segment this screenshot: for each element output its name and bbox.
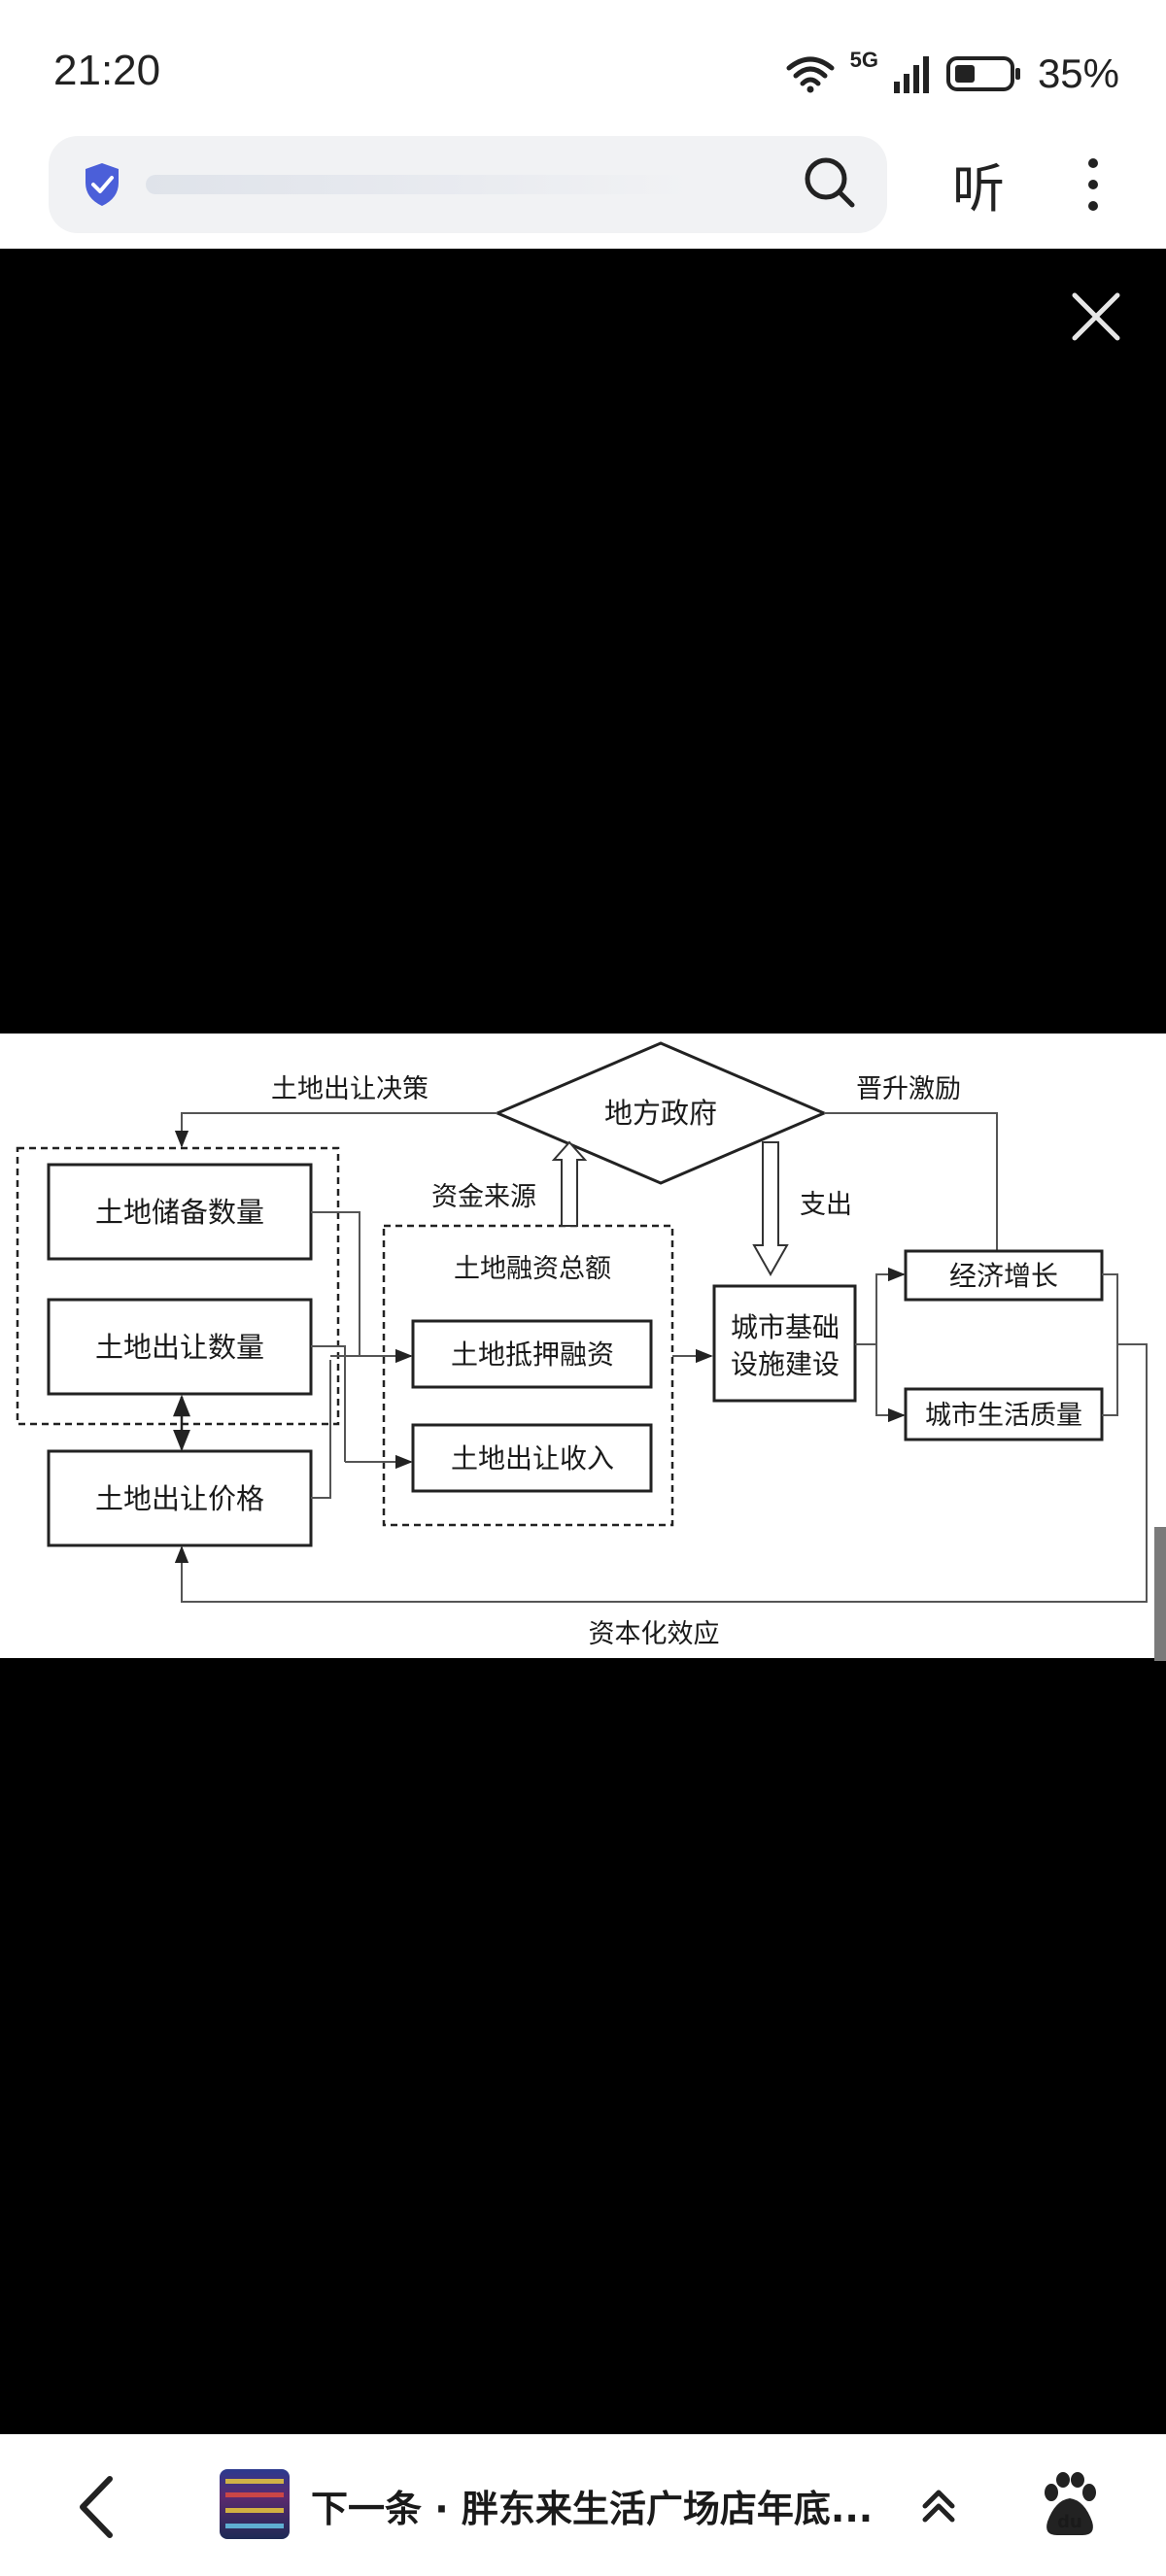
qty-connector xyxy=(311,1345,346,1462)
status-icons: 5G 35% xyxy=(786,45,1119,103)
fund-source-label: 资金来源 xyxy=(431,1182,536,1212)
chevron-up-icon[interactable] xyxy=(919,2485,958,2524)
infra-label-2: 设施建设 xyxy=(731,1348,840,1380)
growth-label: 经济增长 xyxy=(949,1260,1058,1292)
expenditure-label: 支出 xyxy=(800,1190,852,1220)
land-reserve-box xyxy=(47,1163,313,1261)
financing-total-label: 土地融资总额 xyxy=(454,1254,611,1284)
flow-diagram: 地方政府 土地出让决策 晋升激励 土地储备数量 土地出让数量 土地出让价格 土地… xyxy=(16,1041,1148,1649)
infra-box xyxy=(712,1284,857,1403)
status-time: 21:20 xyxy=(53,47,161,94)
growth-feedback xyxy=(1102,1273,1118,1344)
to-quality-arrow xyxy=(875,1344,906,1423)
battery-icon xyxy=(945,56,1020,91)
decision-label: 土地出让决策 xyxy=(271,1074,429,1104)
to-growth-arrow xyxy=(875,1267,906,1344)
infra-label-1: 城市基础 xyxy=(731,1311,840,1343)
svg-text:du: du xyxy=(1057,2512,1082,2532)
reserve-connector xyxy=(311,1211,360,1356)
next-article-title[interactable]: 下一条 · 胖东来生活广场店年底... xyxy=(311,2488,874,2530)
promotion-label: 晋升激励 xyxy=(856,1074,961,1104)
decision-arrow xyxy=(174,1112,497,1148)
signal-icon xyxy=(893,56,929,93)
promotion-line xyxy=(824,1112,998,1255)
listen-button[interactable]: 听 xyxy=(952,158,1005,220)
price-connector xyxy=(311,1360,331,1499)
land-price-label: 土地出让价格 xyxy=(95,1482,264,1515)
close-icon[interactable] xyxy=(1069,289,1123,344)
url-text-blurred xyxy=(146,175,690,194)
transfer-income-box xyxy=(411,1423,653,1493)
quality-box xyxy=(904,1387,1104,1441)
back-icon[interactable] xyxy=(73,2473,121,2541)
battery-percent: 35% xyxy=(1037,51,1119,96)
wifi-icon xyxy=(786,56,835,93)
quality-label: 城市生活质量 xyxy=(925,1401,1082,1431)
mortgage-label: 土地抵押融资 xyxy=(451,1339,614,1371)
fund-source-arrow xyxy=(551,1140,588,1227)
quality-feedback xyxy=(1102,1344,1118,1416)
transfer-income-label: 土地出让收入 xyxy=(451,1442,614,1474)
more-icon[interactable] xyxy=(1079,155,1108,214)
viewer-scrollbar[interactable] xyxy=(1154,1527,1166,1661)
shield-icon xyxy=(86,163,119,206)
baidu-paw-icon[interactable]: du xyxy=(1038,2471,1102,2539)
capitalization-label: 资本化效应 xyxy=(589,1619,720,1649)
search-icon[interactable] xyxy=(803,155,857,210)
capitalization-arrow xyxy=(174,1343,1148,1603)
land-transfer-qty-label: 土地出让数量 xyxy=(95,1331,264,1364)
next-article-thumbnail[interactable] xyxy=(220,2469,290,2539)
browser-header: 21:20 5G 35% 听 xyxy=(0,0,1166,249)
bottom-nav-bar: 下一条 · 胖东来生活广场店年底... du xyxy=(0,2434,1166,2576)
land-transfer-qty-box xyxy=(47,1298,313,1396)
expenditure-arrow xyxy=(752,1141,789,1277)
diagram-image: 地方政府 土地出让决策 晋升激励 土地储备数量 土地出让数量 土地出让价格 土地… xyxy=(0,1034,1166,1658)
mortgage-box xyxy=(411,1319,653,1389)
land-reserve-label: 土地储备数量 xyxy=(95,1196,264,1229)
address-bar[interactable] xyxy=(49,136,887,233)
land-supply-group xyxy=(16,1146,340,1426)
network-type: 5G xyxy=(849,48,878,72)
government-diamond xyxy=(494,1041,828,1185)
financing-group xyxy=(382,1224,674,1527)
government-label: 地方政府 xyxy=(604,1097,717,1130)
